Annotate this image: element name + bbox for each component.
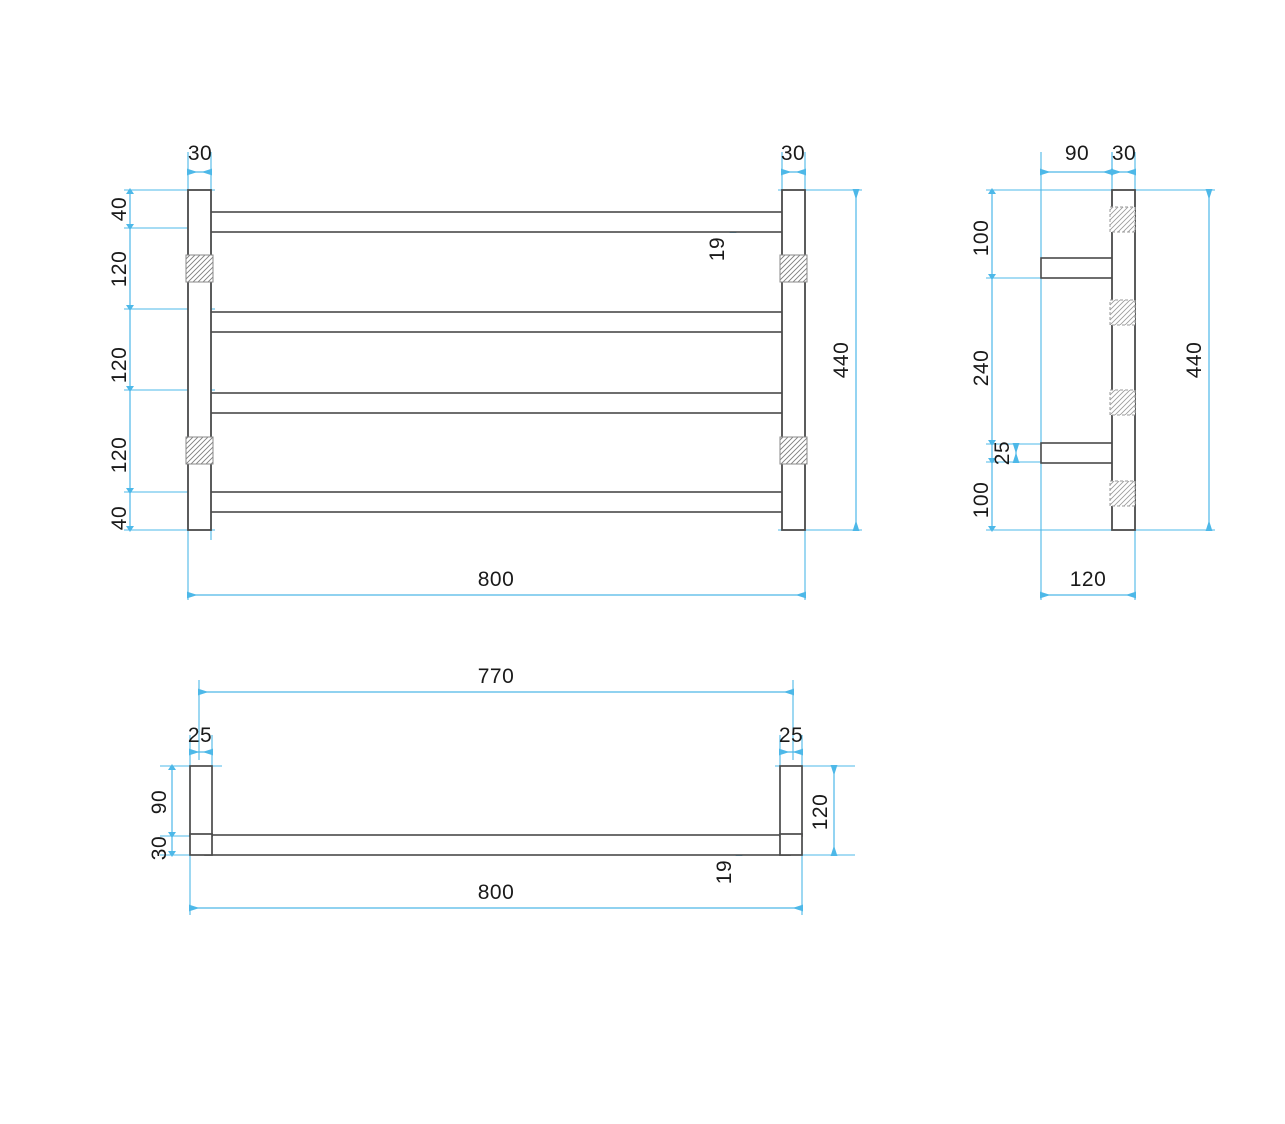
front-dim-left-post-width: 30 bbox=[186, 142, 213, 176]
side-arm-bottom bbox=[1040, 442, 1115, 464]
front-left-post bbox=[187, 189, 212, 531]
side-dim-arm-length: 90 bbox=[1039, 142, 1114, 176]
front-overall-width-label: 800 bbox=[478, 568, 515, 591]
side-overall-depth-label: 120 bbox=[1070, 568, 1107, 591]
top-overall-depth-label: 120 bbox=[809, 794, 832, 831]
side-dim-post-depth: 30 bbox=[1110, 142, 1137, 176]
side-post-depth-label: 30 bbox=[1112, 142, 1136, 165]
side-dim-overall-depth: 120 bbox=[1039, 568, 1137, 599]
front-dim-right-post-width: 30 bbox=[780, 142, 807, 176]
top-right-post-arm bbox=[779, 765, 803, 837]
front-seg4-label: 120 bbox=[108, 437, 131, 474]
front-rail-bar-4 bbox=[204, 491, 791, 513]
top-right-post-foot bbox=[779, 833, 803, 856]
front-seg3-label: 120 bbox=[108, 347, 131, 384]
front-seg5-label: 40 bbox=[108, 506, 131, 530]
side-dim-arm-thickness: 25 bbox=[991, 441, 1020, 465]
side-dim-overall-height: 440 bbox=[1183, 188, 1213, 532]
top-dim-overall-depth: 120 bbox=[809, 764, 838, 857]
side-elevation-view: 90 30 100 240 100 25 bbox=[970, 142, 1215, 600]
top-right-post-group bbox=[779, 765, 803, 856]
top-dim-vertical-chain: 90 30 bbox=[148, 764, 176, 860]
front-seg2-label: 120 bbox=[108, 251, 131, 288]
front-dim-vertical-chain: 40 120 120 120 40 bbox=[108, 188, 134, 532]
side-middle-span-label: 240 bbox=[970, 350, 993, 387]
side-top-offset-label: 100 bbox=[970, 220, 993, 257]
front-right-post bbox=[781, 189, 806, 531]
top-dim-overall-width: 800 bbox=[188, 881, 804, 912]
front-rail-bar-2 bbox=[204, 311, 791, 333]
top-overall-width-label: 800 bbox=[478, 881, 515, 904]
side-overall-height-label: 440 bbox=[1183, 342, 1206, 379]
side-bracket-4 bbox=[1109, 480, 1136, 507]
front-right-post-width-label: 30 bbox=[781, 142, 805, 165]
front-overall-height-label: 440 bbox=[830, 342, 853, 379]
front-elevation-view: 30 30 40 120 120 120 40 bbox=[108, 142, 862, 600]
side-arm-top bbox=[1040, 257, 1115, 279]
side-wall-brackets bbox=[1109, 206, 1136, 507]
front-wall-brackets bbox=[185, 254, 808, 465]
front-bracket-bottom-left bbox=[185, 436, 214, 465]
top-left-post-group bbox=[189, 765, 213, 856]
top-dim-inner-length: 770 bbox=[197, 665, 795, 696]
top-dim-left-thickness: 25 bbox=[188, 724, 214, 756]
top-post-depth-label: 30 bbox=[148, 836, 171, 860]
front-bracket-top-right bbox=[779, 254, 808, 283]
top-arm-length-label: 90 bbox=[148, 790, 171, 814]
front-rail-bar-1 bbox=[204, 211, 791, 233]
side-arm-thickness-label: 25 bbox=[991, 441, 1014, 465]
top-plan-view: 770 25 25 90 30 120 bbox=[148, 665, 855, 915]
front-rail-bar-3 bbox=[204, 392, 791, 414]
side-arm-length-label: 90 bbox=[1065, 142, 1089, 165]
front-dim-overall-width: 800 bbox=[186, 568, 807, 599]
side-bracket-1 bbox=[1109, 206, 1136, 233]
top-bar-thickness-label: 19 bbox=[713, 860, 736, 884]
top-left-post-arm bbox=[189, 765, 213, 837]
front-seg1-label: 40 bbox=[108, 197, 131, 221]
side-bottom-offset-label: 100 bbox=[970, 482, 993, 519]
top-dim-right-thickness: 25 bbox=[778, 724, 804, 756]
front-bracket-bottom-right bbox=[779, 436, 808, 465]
top-rail-bar bbox=[204, 834, 791, 856]
front-bar-thickness-label: 19 bbox=[706, 237, 729, 261]
top-inner-length-label: 770 bbox=[478, 665, 515, 688]
side-bracket-3 bbox=[1109, 389, 1136, 416]
front-dim-overall-height: 440 bbox=[830, 188, 860, 532]
top-right-thickness-label: 25 bbox=[779, 724, 803, 747]
side-bracket-2 bbox=[1109, 299, 1136, 326]
side-dim-vertical-chain: 100 240 100 bbox=[970, 188, 996, 532]
side-post bbox=[1111, 189, 1136, 531]
front-left-post-width-label: 30 bbox=[188, 142, 212, 165]
top-left-thickness-label: 25 bbox=[188, 724, 212, 747]
top-left-post-foot bbox=[189, 833, 213, 856]
front-bracket-top-left bbox=[185, 254, 214, 283]
side-arms bbox=[1040, 257, 1115, 464]
